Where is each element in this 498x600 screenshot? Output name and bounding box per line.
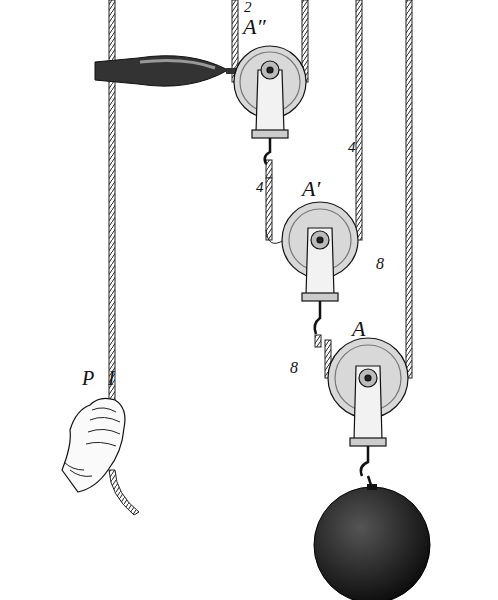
rope-number: 2 [244, 0, 252, 15]
rope-number: 8 [376, 256, 384, 272]
rope-number: 8 [290, 360, 298, 376]
force-letter: P [82, 368, 94, 388]
pulley-letter: A″ [243, 16, 266, 38]
rope-number: 4 [256, 180, 264, 195]
force-letter: I [108, 368, 115, 388]
rope-number: 4 [348, 140, 356, 155]
pulley-letter: A [352, 318, 365, 340]
pulley-letter: A′ [302, 178, 320, 200]
